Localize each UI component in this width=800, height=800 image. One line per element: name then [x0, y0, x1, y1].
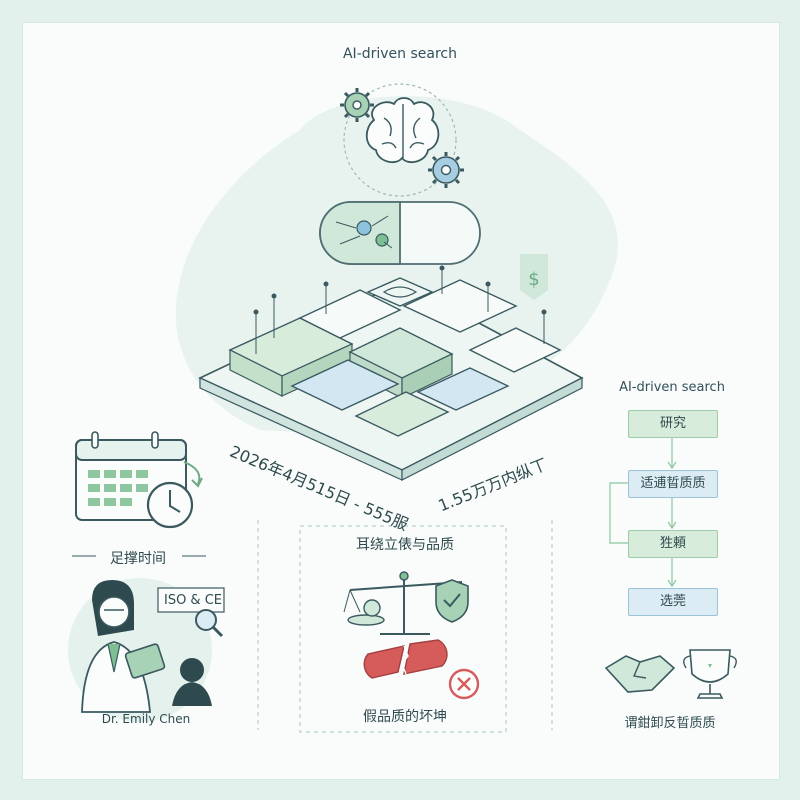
- reward-label: 谓鉗卸反晢质质: [624, 716, 716, 731]
- capsule-icon: [319, 201, 481, 265]
- broken-capsule-icon: [363, 639, 448, 679]
- gear-icon: [340, 88, 374, 122]
- flow-step-review: 狌頼: [628, 530, 718, 558]
- svg-text:$: $: [528, 269, 539, 290]
- flow-step-select: 选莞: [628, 588, 718, 616]
- brain-icon: [343, 83, 457, 197]
- flow-title: AI-driven search: [619, 380, 725, 395]
- section-divider: [257, 520, 553, 730]
- top-section-label: AI-driven search: [342, 46, 458, 62]
- trophy-icon: [683, 649, 737, 699]
- isometric-platform: [198, 265, 584, 481]
- person-name: Dr. Emily Chen: [101, 712, 191, 726]
- flow-connectors: [609, 436, 677, 588]
- shield-check-icon: [435, 579, 469, 623]
- flow-step-research: 研究: [628, 410, 718, 438]
- center-panel-caption: 假品质的坏坤: [363, 709, 447, 725]
- iso-badge: ISO & CE: [163, 593, 222, 608]
- handshake-icon: [604, 655, 676, 693]
- flow-step-quality: 适逋晢质质: [628, 470, 718, 498]
- gear-icon: [428, 152, 464, 188]
- clock-icon: [146, 461, 203, 529]
- avatar: [68, 578, 212, 722]
- magnifier-icon: [195, 609, 224, 638]
- iso-badge-frame: [157, 587, 225, 613]
- center-panel-title: 耳绕立俵与品质: [356, 537, 454, 553]
- dollar-tag-icon: $: [520, 254, 548, 300]
- calendar-label: 足撑时间: [110, 551, 166, 567]
- center-panel-frame: [299, 525, 507, 733]
- balance-scale-icon: [343, 571, 463, 635]
- x-circle-icon: [448, 668, 480, 700]
